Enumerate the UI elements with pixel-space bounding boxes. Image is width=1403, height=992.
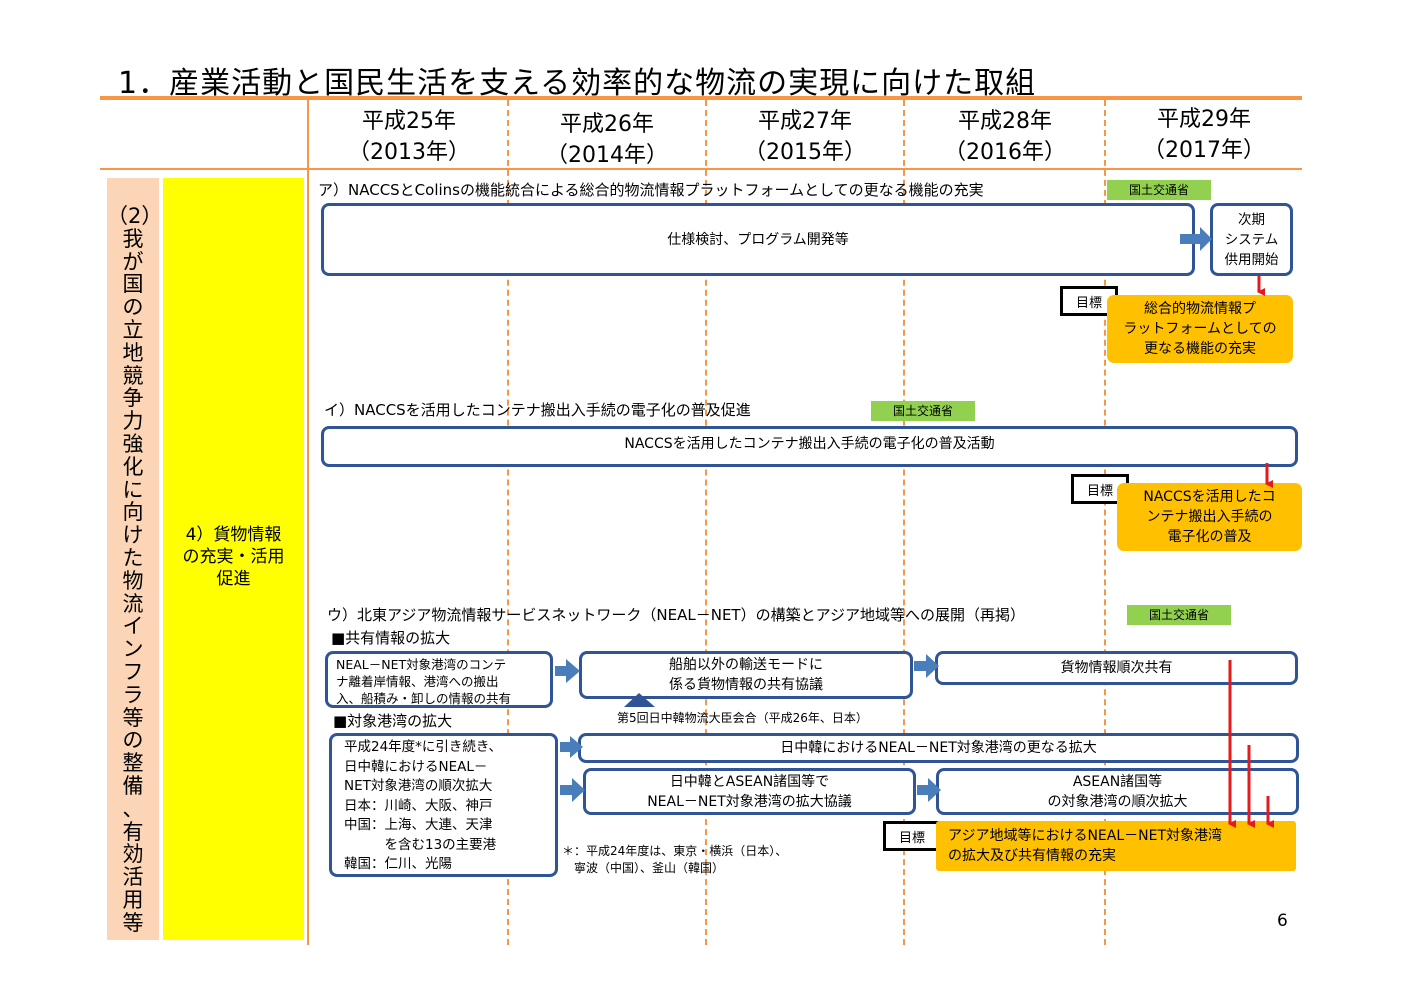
- goal-box: 総合的物流情報プ ラットフォームとしての 更なる機能の充実: [1107, 295, 1293, 363]
- category-label: （2） 我 が 国 の 立 地 競 争 力 強 化 に 向 け た 物 流 イ …: [107, 204, 163, 935]
- ministry-tag: 国土交通省: [1127, 605, 1231, 625]
- item-column: [163, 178, 304, 940]
- arrow-right-icon: [560, 736, 583, 758]
- goal-box: アジア地域等におけるNEAL－NET対象港湾 の拡大及び共有情報の充実: [936, 821, 1296, 871]
- arrow-right-icon: [560, 778, 585, 802]
- meeting-marker-icon: [624, 693, 655, 707]
- development-bar: 仕様検討、プログラム開発等: [321, 203, 1195, 276]
- year-2015: 平成27年 （2015年）: [744, 109, 866, 165]
- port-expansion-current: 平成24年度*に引き続き、 日中韓におけるNEAL－ NET対象港湾の順次拡大 …: [329, 733, 558, 877]
- subheading-shared-info: ■共有情報の拡大: [331, 629, 451, 647]
- arrow-right-icon: [1180, 227, 1212, 251]
- shared-info-consultation: 船舶以外の輸送モードに 係る貨物情報の共有協議: [579, 651, 913, 699]
- title-rule: [100, 96, 1302, 100]
- year-2013: 平成25年 （2013年）: [348, 109, 470, 165]
- column-divider: [705, 100, 707, 945]
- subheading-port-expansion: ■対象港湾の拡大: [333, 712, 453, 730]
- promotion-bar: NACCSを活用したコンテナ搬出入手続の電子化の普及活動: [321, 426, 1298, 467]
- section-a-heading: ア）NACCSとColinsの機能統合による総合的物流情報プラットフォームとして…: [318, 181, 984, 199]
- arrow-right-icon: [917, 778, 941, 802]
- year-2016: 平成28年 （2016年）: [944, 109, 1066, 165]
- page-number: 6: [1277, 911, 1288, 931]
- arrow-right-icon: [914, 654, 939, 678]
- page-title: 1．産業活動と国民生活を支える効率的な物流の実現に向けた取組: [118, 66, 1037, 101]
- ministry-tag: 国土交通省: [1107, 180, 1211, 200]
- column-divider: [507, 100, 509, 945]
- port-expansion-bar: 日中韓におけるNEAL－NET対象港湾の更なる拡大: [578, 733, 1299, 763]
- ministerial-meeting-note: 第5回日中韓物流大臣会合（平成26年、日本）: [617, 711, 868, 725]
- column-divider: [1104, 100, 1106, 945]
- section-u-heading: ウ）北東アジア物流情報サービスネットワーク（NEAL－NET）の構築とアジア地域…: [327, 606, 1025, 624]
- column-divider: [307, 100, 309, 945]
- shared-info-rollout: 貨物情報順次共有: [935, 651, 1298, 685]
- category-column: [107, 178, 159, 940]
- section-i-heading: イ）NACCSを活用したコンテナ搬出入手続の電子化の普及促進: [324, 401, 751, 419]
- item-label: 4）貨物情報 の充実・活用 促進: [182, 525, 285, 589]
- year-2014: 平成26年 （2014年）: [546, 112, 668, 168]
- asean-consultation: 日中韓とASEAN諸国等で NEAL－NET対象港湾の拡大協議: [583, 768, 916, 815]
- goal-label: 目標: [883, 821, 941, 851]
- ministry-tag: 国土交通省: [871, 401, 975, 421]
- shared-info-current: NEAL－NET対象港湾のコンテ ナ離着岸情報、港湾への搬出 入、船積み・卸しの…: [325, 651, 553, 708]
- year-2017: 平成29年 （2017年）: [1143, 107, 1265, 163]
- footnote: ＊：平成24年度は、東京・横浜（日本）、 寧波（中国）、釜山（韓国）: [562, 844, 788, 875]
- header-rule: [100, 168, 1302, 170]
- column-divider: [903, 100, 905, 945]
- goal-box: NACCSを活用したコ ンテナ搬出入手続の 電子化の普及: [1117, 483, 1302, 551]
- next-system-box: 次期 システム 供用開始: [1210, 203, 1293, 276]
- arrow-right-icon: [555, 659, 580, 683]
